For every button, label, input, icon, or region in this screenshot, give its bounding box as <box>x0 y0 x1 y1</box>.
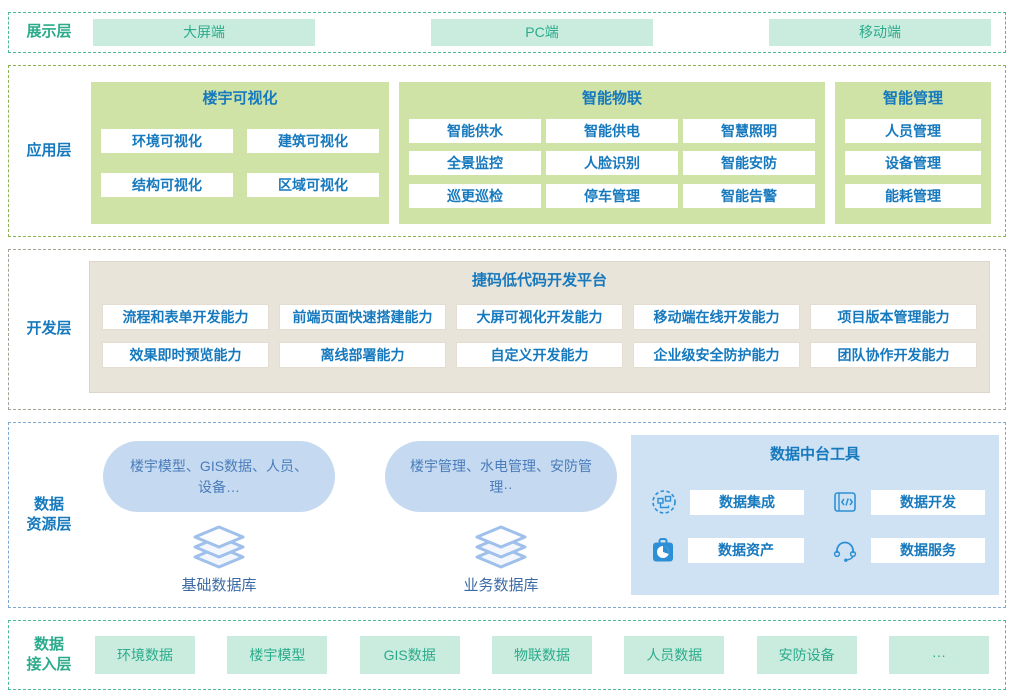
group-body: 环境可视化 建筑可视化 结构可视化 区域可视化 <box>101 110 379 216</box>
base-database-name: 基础数据库 <box>181 577 257 594</box>
node-data-service: 数据服务 <box>871 537 985 563</box>
node-security-device: 安防设备 <box>756 636 857 674</box>
node-enterprise-security: 企业级安全防护能力 <box>633 342 800 368</box>
tool-data-integration: 数据集成 <box>645 489 804 515</box>
node-architecture-visualization: 建筑可视化 <box>247 129 379 154</box>
node-patrol-inspection: 巡更巡检 <box>409 183 541 208</box>
node-custom-dev: 自定义开发能力 <box>456 342 623 368</box>
node-gis-data: GIS数据 <box>359 636 460 674</box>
layer-application-label: 应用层 <box>26 141 72 159</box>
node-smart-power: 智能供电 <box>546 118 678 143</box>
group-smart-management: 智能管理 人员管理 设备管理 能耗管理 <box>835 82 991 224</box>
lowcode-platform-box: 捷码低代码开发平台 流程和表单开发能力 前端页面快速搭建能力 大屏可视化开发能力… <box>89 261 990 393</box>
node-mobile-online-dev: 移动端在线开发能力 <box>633 304 800 330</box>
node-smart-water: 智能供水 <box>409 118 541 143</box>
label-line: 资源层 <box>26 516 72 533</box>
node-project-version-mgmt: 项目版本管理能力 <box>810 304 977 330</box>
group-title: 智能物联 <box>581 90 642 107</box>
data-resource-body: 楼宇模型、GIS数据、人员、设备… 基础数据库 楼宇管理、水电管理、安防管理·· <box>89 423 1013 607</box>
node-bigscreen-visual-dev: 大屏可视化开发能力 <box>456 304 623 330</box>
capability-grid: 流程和表单开发能力 前端页面快速搭建能力 大屏可视化开发能力 移动端在线开发能力… <box>102 292 977 380</box>
tool-data-service: 数据服务 <box>826 537 985 563</box>
node-smart-security: 智能安防 <box>683 151 815 175</box>
data-asset-icon <box>651 537 675 563</box>
business-database-column: 楼宇管理、水电管理、安防管理·· 业务数据库 <box>371 435 631 595</box>
display-items: 大屏端 PC端 移动端 <box>89 13 1005 52</box>
node-panorama-monitoring: 全景监控 <box>409 151 541 175</box>
label-line: 接入层 <box>26 656 72 673</box>
group-body: 人员管理 设备管理 能耗管理 <box>845 110 981 216</box>
node-building-model: 楼宇模型 <box>227 636 328 674</box>
node-more-ellipsis: ··· <box>888 636 989 674</box>
layer-application: 应用层 楼宇可视化 环境可视化 建筑可视化 结构可视化 区域可视化 智能物联 智… <box>8 65 1006 237</box>
node-mobile: 移动端 <box>769 19 991 46</box>
tools-grid: 数据集成 数据开发 <box>645 467 985 585</box>
node-instant-preview: 效果即时预览能力 <box>102 342 269 368</box>
base-database-content: 楼宇模型、GIS数据、人员、设备… <box>103 441 335 512</box>
label-line: 数据 <box>33 495 64 513</box>
layer-development: 开发层 捷码低代码开发平台 流程和表单开发能力 前端页面快速搭建能力 大屏可视化… <box>8 249 1006 410</box>
node-area-visualization: 区域可视化 <box>247 172 379 197</box>
layer-development-label: 开发层 <box>26 320 72 338</box>
group-title: 楼宇可视化 <box>202 90 278 107</box>
node-energy-management: 能耗管理 <box>845 183 981 208</box>
lowcode-platform-title: 捷码低代码开发平台 <box>471 272 607 289</box>
layer-data-resource-label: 数据 资源层 <box>9 423 89 607</box>
label-line: 数据 <box>33 635 64 653</box>
node-pc: PC端 <box>431 19 653 46</box>
group-building-visualization: 楼宇可视化 环境可视化 建筑可视化 结构可视化 区域可视化 <box>91 82 389 224</box>
development-wrap: 捷码低代码开发平台 流程和表单开发能力 前端页面快速搭建能力 大屏可视化开发能力… <box>89 250 1005 409</box>
data-middle-platform-title: 数据中台工具 <box>769 446 860 463</box>
node-data-integration: 数据集成 <box>690 489 804 515</box>
application-groups: 楼宇可视化 环境可视化 建筑可视化 结构可视化 区域可视化 智能物联 智能供水 … <box>89 66 1005 236</box>
node-team-collaboration: 团队协作开发能力 <box>810 342 977 368</box>
base-database-column: 楼宇模型、GIS数据、人员、设备… 基础数据库 <box>89 435 349 595</box>
data-development-icon <box>832 489 858 515</box>
data-middle-platform-panel: 数据中台工具 数据集成 <box>631 435 999 595</box>
layer-data-resource: 数据 资源层 楼宇模型、GIS数据、人员、设备… 基础数据库 <box>8 422 1006 608</box>
layer-stack-icon <box>466 522 536 572</box>
node-iot-data: 物联数据 <box>491 636 592 674</box>
tool-data-development: 数据开发 <box>826 489 985 515</box>
business-database-name: 业务数据库 <box>463 577 539 594</box>
data-integration-icon <box>651 489 677 515</box>
node-personnel-management: 人员管理 <box>845 118 981 143</box>
node-parking-management: 停车管理 <box>546 183 678 208</box>
layer-display: 展示层 大屏端 PC端 移动端 <box>8 12 1006 53</box>
node-offline-deploy: 离线部署能力 <box>279 342 446 368</box>
layer-data-access: 数据 接入层 环境数据 楼宇模型 GIS数据 物联数据 人员数据 安防设备 ··… <box>8 620 1006 690</box>
tool-data-asset: 数据资产 <box>645 537 804 563</box>
node-face-recognition: 人脸识别 <box>546 151 678 175</box>
node-structure-visualization: 结构可视化 <box>101 172 233 197</box>
node-smart-alarm: 智能告警 <box>683 183 815 208</box>
node-env-visualization: 环境可视化 <box>101 129 233 154</box>
group-title: 智能管理 <box>882 90 943 107</box>
layer-data-access-label: 数据 接入层 <box>9 621 89 689</box>
node-flow-form-dev: 流程和表单开发能力 <box>102 304 269 330</box>
node-personnel-data: 人员数据 <box>624 636 725 674</box>
layer-display-label: 展示层 <box>26 23 72 41</box>
group-body: 智能供水 智能供电 智慧照明 全景监控 人脸识别 智能安防 巡更巡检 停车管理 … <box>409 110 815 216</box>
node-device-management: 设备管理 <box>845 151 981 175</box>
node-data-asset: 数据资产 <box>688 537 804 563</box>
layer-stack-icon <box>184 522 254 572</box>
node-env-data: 环境数据 <box>95 636 195 674</box>
group-smart-iot: 智能物联 智能供水 智能供电 智慧照明 全景监控 人脸识别 智能安防 巡更巡检 … <box>399 82 825 224</box>
business-database-content: 楼宇管理、水电管理、安防管理·· <box>385 441 617 512</box>
node-frontend-fast-build: 前端页面快速搭建能力 <box>279 304 446 330</box>
node-big-screen: 大屏端 <box>93 19 315 46</box>
data-access-items: 环境数据 楼宇模型 GIS数据 物联数据 人员数据 安防设备 ··· <box>89 621 1005 689</box>
data-service-icon <box>832 537 858 563</box>
node-data-development: 数据开发 <box>871 489 985 515</box>
node-smart-lighting: 智慧照明 <box>683 118 815 143</box>
